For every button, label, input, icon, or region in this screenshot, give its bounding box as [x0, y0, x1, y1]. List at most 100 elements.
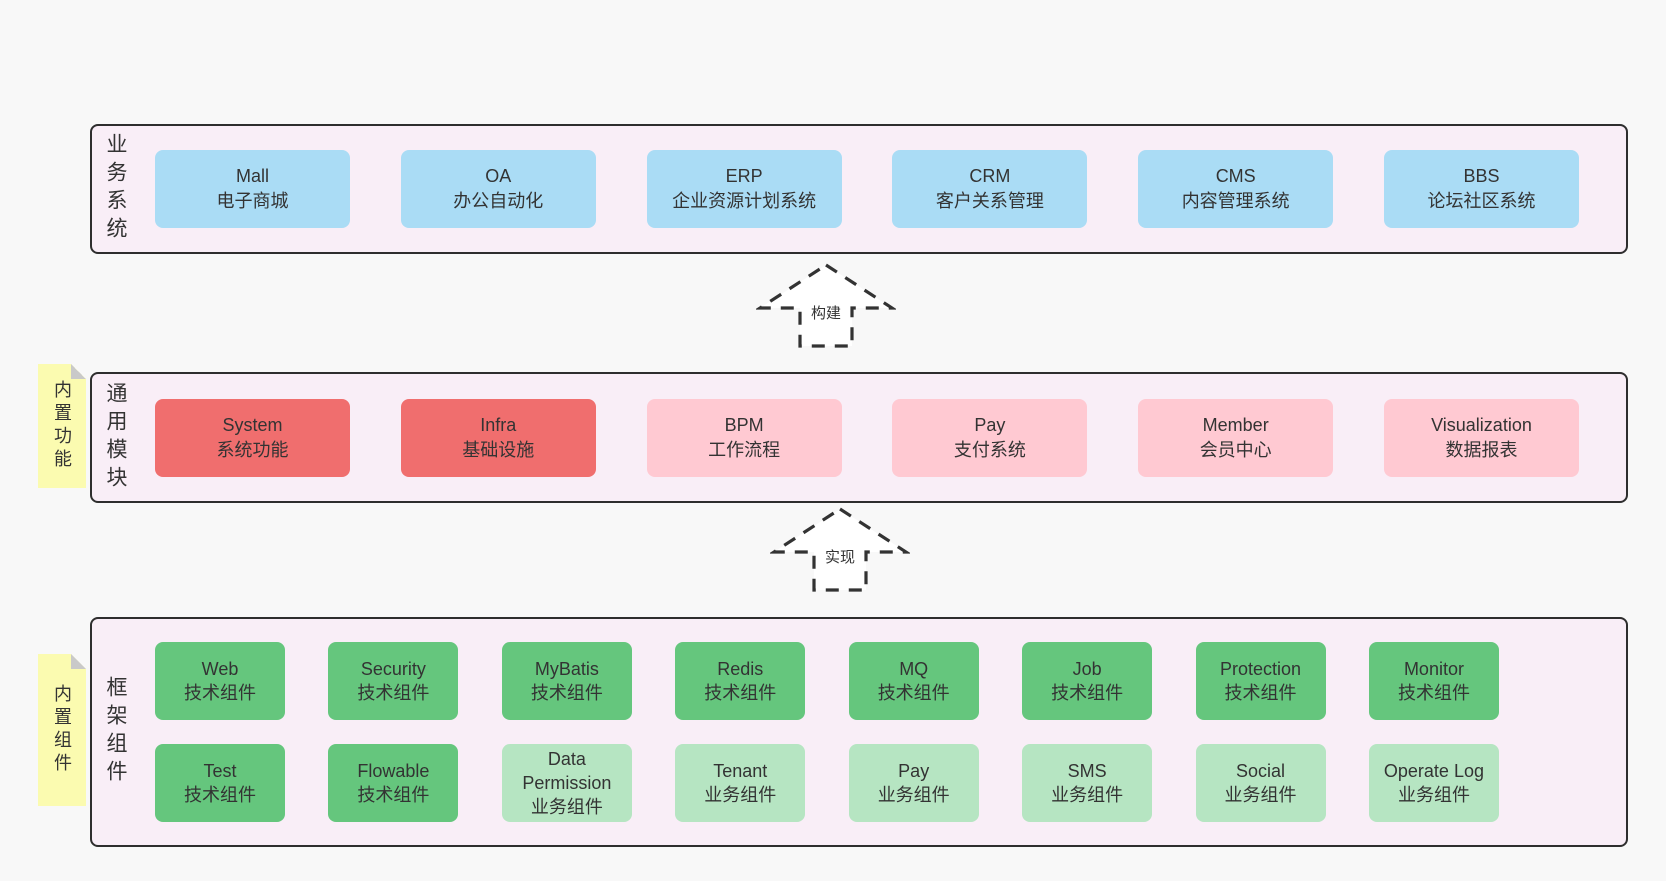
- box-subtitle: 论坛社区系统: [1427, 191, 1536, 211]
- box-title: Social: [1236, 761, 1286, 781]
- component-box-mq: MQ 技术组件: [848, 642, 979, 720]
- box-title: Test: [203, 761, 237, 781]
- business-systems-panel: 业务系统 Mall 电子商城 OA 办公自动化 ERP 企业资源计划系统 CRM…: [90, 124, 1628, 254]
- box-subtitle: 基础设施: [462, 439, 535, 460]
- business-panel-label: 业务系统: [104, 133, 127, 245]
- box-subtitle: 企业资源计划系统: [672, 191, 817, 211]
- business-box-row: Mall 电子商城 OA 办公自动化 ERP 企业资源计划系统 CRM 客户关系…: [155, 150, 1579, 228]
- box-title: Flowable: [357, 761, 430, 781]
- box-title: Redis: [717, 659, 764, 679]
- box-subtitle: 技术组件: [357, 785, 430, 805]
- sticky-note-label: 内置功能: [52, 380, 72, 472]
- box-title: BPM: [724, 414, 764, 435]
- common-modules-panel: 通用模块 System 系统功能 Infra 基础设施 BPM 工作流程 Pay…: [90, 372, 1628, 503]
- component-box-security: Security 技术组件: [328, 642, 459, 720]
- component-box-tenant: Tenant 业务组件: [675, 744, 806, 822]
- box-subtitle: 技术组件: [357, 683, 430, 703]
- box-title: Infra: [480, 414, 517, 435]
- component-box-job: Job 技术组件: [1022, 642, 1153, 720]
- box-subtitle: 业务组件: [530, 797, 603, 817]
- box-subtitle: 技术组件: [1224, 683, 1297, 703]
- box-subtitle: 系统功能: [216, 439, 289, 460]
- box-subtitle: 办公自动化: [453, 191, 544, 211]
- box-title: Tenant: [713, 761, 768, 781]
- implement-arrow-label: 实现: [821, 546, 859, 567]
- box-title: Operate Log: [1383, 761, 1484, 781]
- modules-panel-label: 通用模块: [104, 381, 127, 494]
- build-arrow: 构建: [756, 262, 896, 350]
- business-box-oa: OA 办公自动化: [400, 150, 596, 228]
- component-box-monitor: Monitor 技术组件: [1368, 642, 1499, 720]
- box-subtitle: 电子商城: [216, 191, 289, 211]
- box-title: ERP: [725, 166, 763, 186]
- box-subtitle: 技术组件: [530, 683, 603, 703]
- business-box-crm: CRM 客户关系管理: [892, 150, 1088, 228]
- component-box-protection: Protection 技术组件: [1195, 642, 1326, 720]
- box-title: OA: [485, 166, 512, 186]
- component-box-mybatis: MyBatis 技术组件: [501, 642, 632, 720]
- box-subtitle: 业务组件: [1397, 785, 1470, 805]
- business-box-cms: CMS 内容管理系统: [1138, 150, 1334, 228]
- business-box-erp: ERP 企业资源计划系统: [646, 150, 842, 228]
- box-title: Web: [201, 659, 239, 679]
- implement-arrow: 实现: [770, 506, 910, 594]
- box-title: Pay: [898, 761, 930, 781]
- box-title: BBS: [1463, 166, 1500, 186]
- box-subtitle: 业务组件: [877, 785, 950, 805]
- framework-panel-label: 框架组件: [104, 676, 127, 788]
- box-subtitle: 支付系统: [953, 439, 1026, 460]
- box-title: MQ: [899, 659, 929, 679]
- component-box-social: Social 业务组件: [1195, 744, 1326, 822]
- module-box-member: Member 会员中心: [1138, 398, 1334, 477]
- sticky-note-label: 内置组件: [52, 684, 72, 776]
- framework-box-row-2: Test 技术组件 Flowable 技术组件 Data Permission …: [155, 744, 1499, 822]
- framework-box-row-1: Web 技术组件 Security 技术组件 MyBatis 技术组件 Redi…: [155, 642, 1499, 720]
- box-title: Pay: [974, 414, 1006, 435]
- framework-components-panel: 框架组件 Web 技术组件 Security 技术组件 MyBatis 技术组件…: [90, 617, 1628, 847]
- business-box-mall: Mall 电子商城: [155, 150, 350, 228]
- modules-box-row: System 系统功能 Infra 基础设施 BPM 工作流程 Pay 支付系统…: [155, 398, 1579, 477]
- box-subtitle: 技术组件: [184, 785, 256, 805]
- module-box-pay: Pay 支付系统: [892, 398, 1088, 477]
- box-title: Job: [1072, 659, 1102, 679]
- module-box-visualization: Visualization 数据报表: [1383, 398, 1579, 477]
- box-title: Monitor: [1403, 659, 1464, 679]
- box-title: MyBatis: [534, 659, 599, 679]
- box-subtitle: 会员中心: [1199, 439, 1272, 460]
- component-box-sms: SMS 业务组件: [1022, 744, 1153, 822]
- component-box-web: Web 技术组件: [155, 642, 285, 720]
- box-subtitle: 技术组件: [184, 683, 256, 703]
- module-box-infra: Infra 基础设施: [400, 398, 596, 477]
- box-subtitle: 业务组件: [704, 785, 777, 805]
- component-box-data-permission: Data Permission 业务组件: [501, 744, 632, 822]
- box-title: Security: [360, 659, 426, 679]
- build-arrow-label: 构建: [807, 302, 845, 323]
- box-title: CMS: [1215, 166, 1256, 186]
- component-box-test: Test 技术组件: [155, 744, 285, 822]
- box-title: Protection: [1220, 659, 1302, 679]
- component-box-flowable: Flowable 技术组件: [328, 744, 459, 822]
- module-box-system: System 系统功能: [155, 398, 350, 477]
- box-subtitle: 技术组件: [877, 683, 950, 703]
- box-title: System: [222, 414, 283, 435]
- component-box-redis: Redis 技术组件: [675, 642, 806, 720]
- box-subtitle: 技术组件: [1051, 683, 1124, 703]
- box-subtitle: 数据报表: [1445, 439, 1518, 460]
- box-title: Member: [1202, 414, 1269, 435]
- component-box-pay: Pay 业务组件: [848, 744, 979, 822]
- box-title: CRM: [969, 166, 1011, 186]
- box-subtitle: 业务组件: [1224, 785, 1297, 805]
- box-subtitle: 内容管理系统: [1181, 191, 1290, 211]
- component-box-operate-log: Operate Log 业务组件: [1368, 744, 1499, 822]
- builtin-components-sticky-note: 内置组件: [38, 654, 86, 806]
- box-subtitle: 技术组件: [704, 683, 777, 703]
- module-box-bpm: BPM 工作流程: [646, 398, 842, 477]
- box-title: Visualization: [1431, 414, 1532, 435]
- box-subtitle: 业务组件: [1051, 785, 1124, 805]
- box-title: SMS: [1067, 761, 1107, 781]
- box-title: Mall: [235, 166, 269, 186]
- box-title: Data Permission: [522, 749, 612, 793]
- business-box-bbs: BBS 论坛社区系统: [1383, 150, 1579, 228]
- box-subtitle: 技术组件: [1397, 683, 1470, 703]
- box-subtitle: 客户关系管理: [935, 191, 1044, 211]
